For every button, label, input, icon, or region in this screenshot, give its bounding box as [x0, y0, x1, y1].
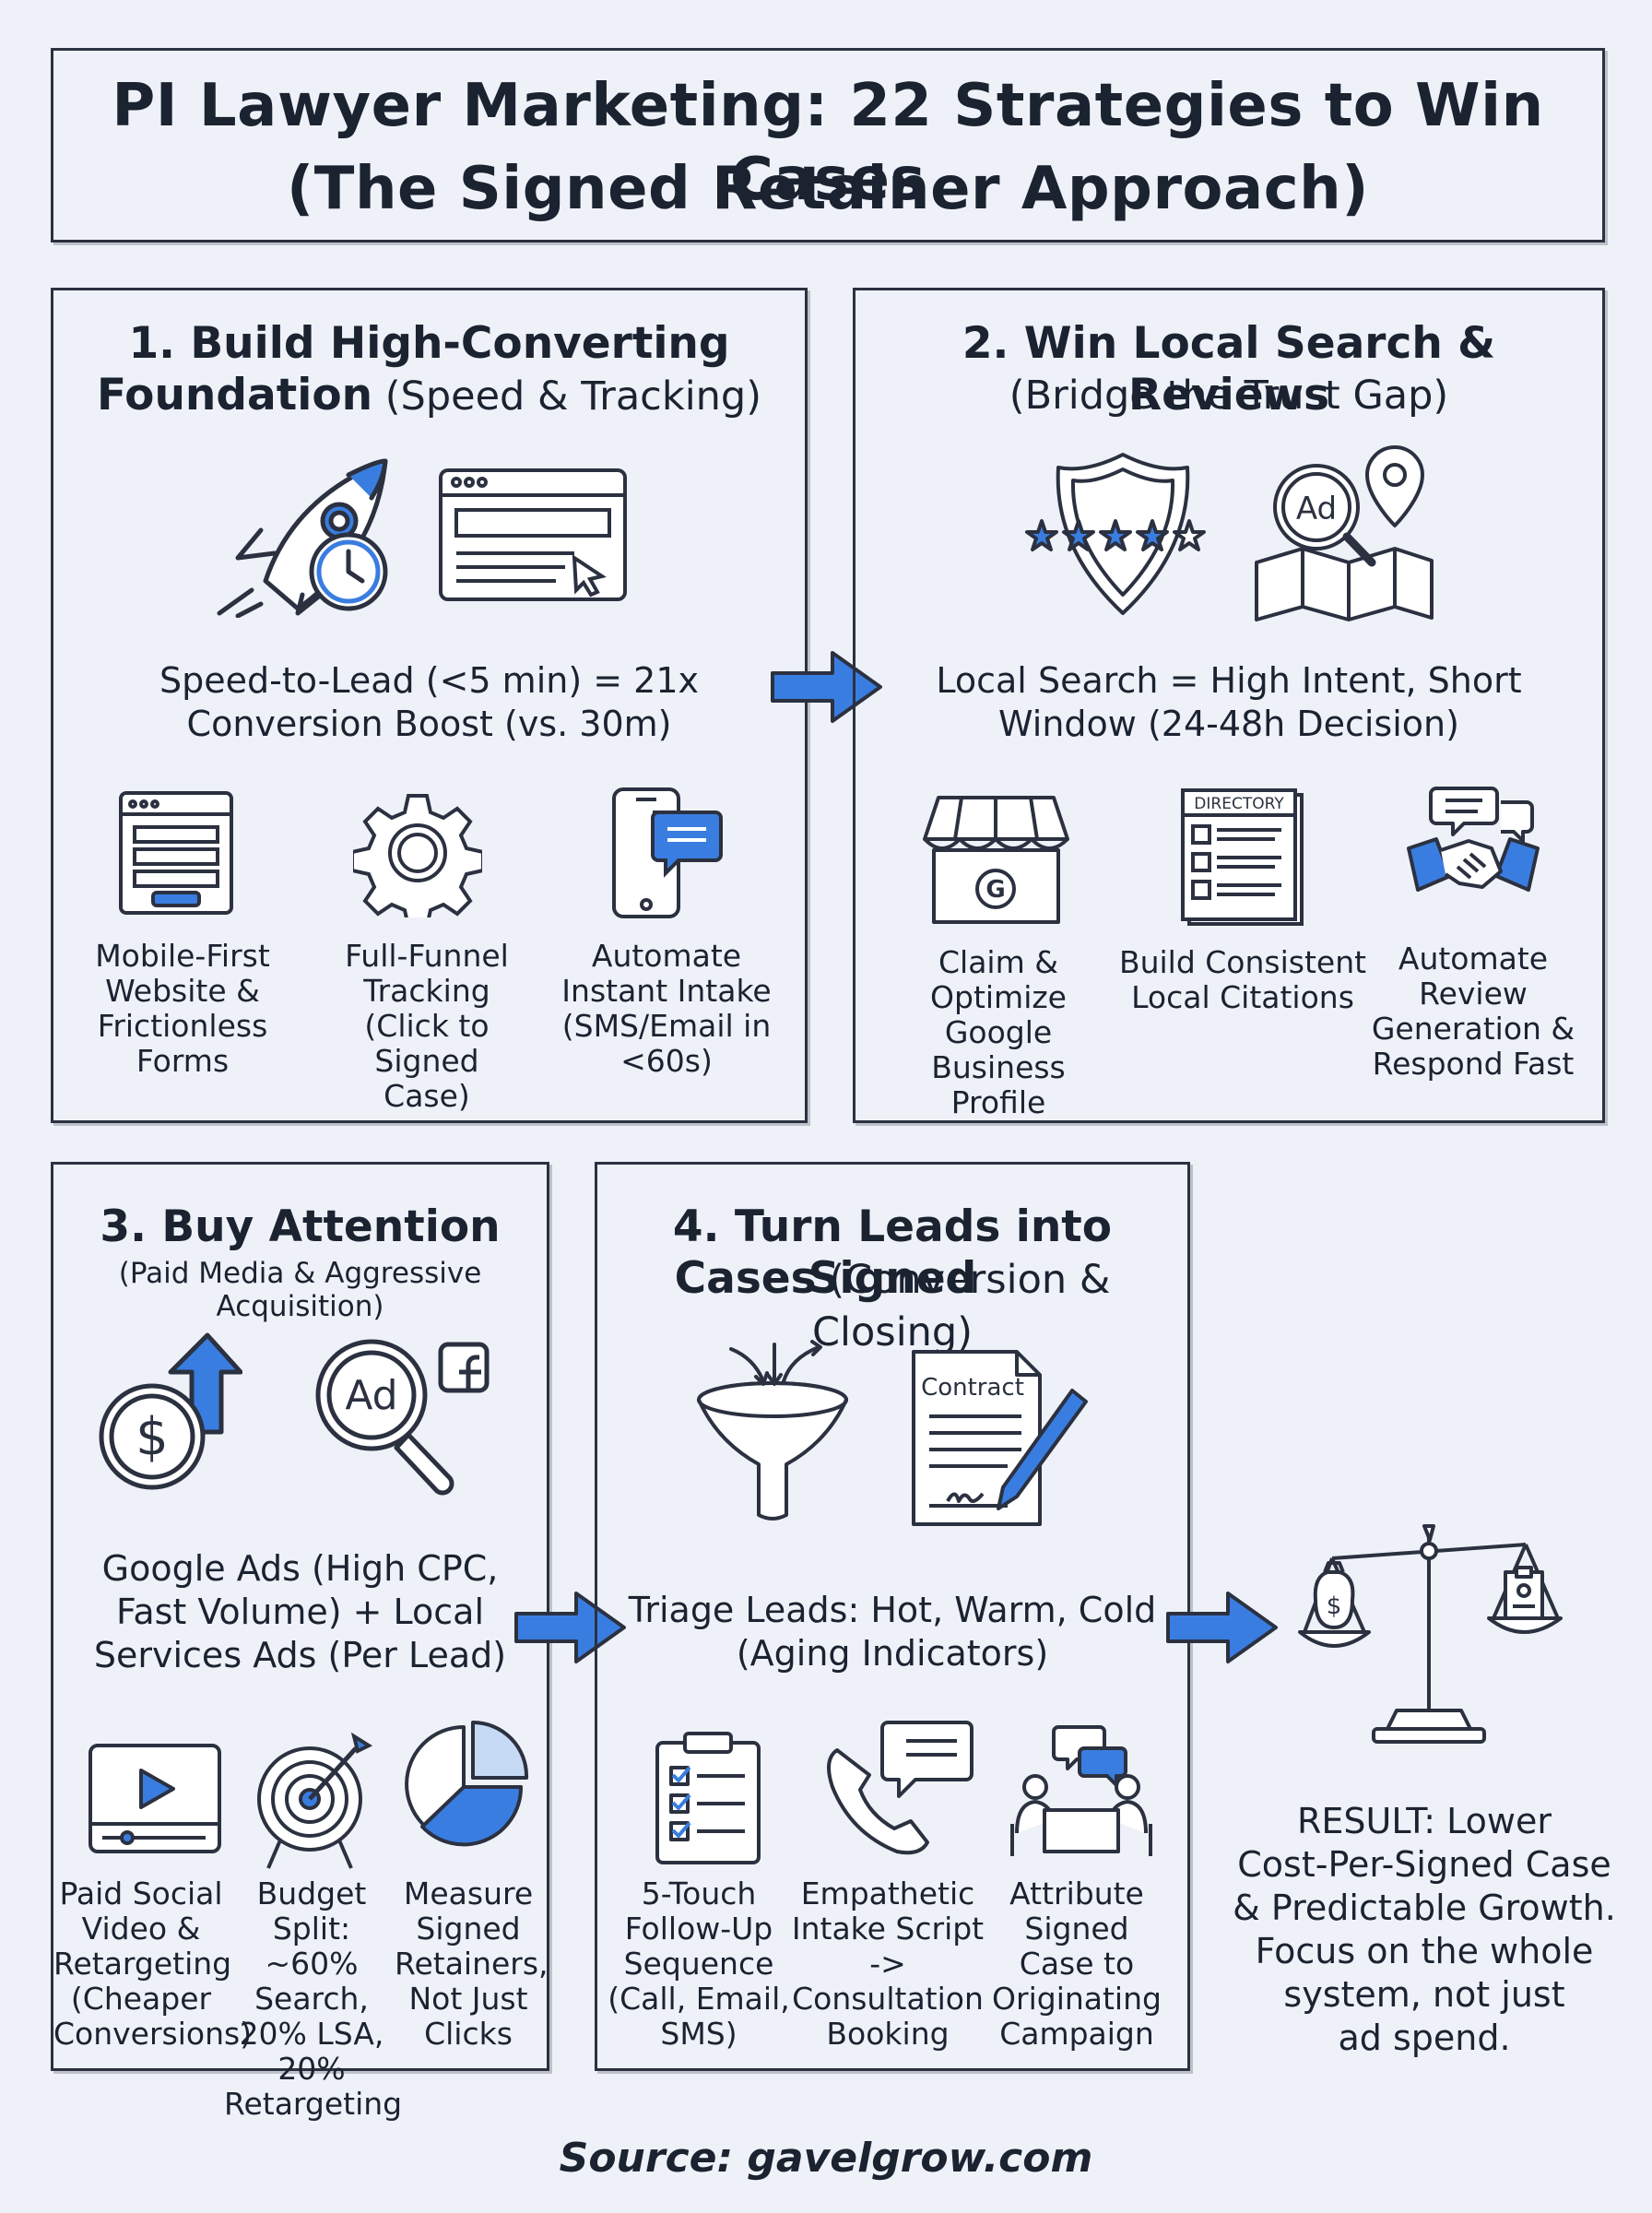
panel-3-title: 3. Buy Attention: [100, 1201, 501, 1252]
gear-icon: [353, 794, 482, 917]
page-title: PI Lawyer Marketing: 22 Strategies to Wi…: [112, 72, 1544, 214]
storefront-icon: G: [923, 796, 1069, 924]
checklist-icon: [655, 1732, 761, 1864]
panel-2-key-stat-line2: Window (24-48h Decision): [998, 704, 1459, 744]
panel-3-key-stat-line1: Google Ads (High CPC,: [101, 1548, 499, 1589]
dollar-growth-icon: $: [99, 1332, 242, 1490]
page-subtitle: (The Signed Retainer Approach): [287, 155, 1369, 223]
rocket-clock-icon: [217, 458, 388, 618]
title-box: PI Lawyer Marketing: 22 Strategies to Wi…: [51, 48, 1605, 243]
directory-label: DIRECTORY: [1194, 795, 1284, 813]
panel-1-key-stat-line2: Conversion Boost (vs. 30m): [186, 704, 672, 744]
panel-3-subtitle: (Paid Media & Aggressive Acquisition): [118, 1257, 482, 1323]
local-ad-map-icon: Ad: [1255, 445, 1434, 621]
source-credit: Source: gavelgrow.com: [559, 2135, 1093, 2182]
panel-1-title-line1: 1. Build High-Converting: [128, 318, 730, 369]
search-ad-icon: Ad: [315, 1339, 490, 1496]
svg-text:$: $: [1327, 1592, 1342, 1620]
target-icon: [257, 1732, 373, 1869]
contract-icon: Contract: [912, 1350, 1088, 1526]
panel-signed-cases: 4. Turn Leads into Signed Cases (Convers…: [595, 1162, 1190, 2071]
search-ad-label: Ad: [345, 1372, 397, 1419]
panel-1-key-stat-line1: Speed-to-Lead (<5 min) = 21x: [159, 660, 699, 701]
phone-call-icon: [827, 1721, 974, 1855]
panel-buy-attention: 3. Buy Attention (Paid Media & Aggressiv…: [51, 1162, 549, 2122]
balance-scale-icon: $: [1298, 1524, 1563, 1744]
browser-window-icon: [439, 468, 627, 601]
svg-text:$: $: [136, 1407, 169, 1467]
panel-1-title-line2: Foundation (Speed & Tracking): [96, 370, 761, 420]
shield-stars-icon: [1025, 453, 1206, 615]
pie-chart-icon: [405, 1721, 529, 1847]
panel-4-title-line1: 4. Turn Leads into Signed: [672, 1201, 1113, 1304]
video-player-icon: [88, 1744, 221, 1853]
directory-icon: DIRECTORY: [1181, 788, 1304, 926]
svg-text:G: G: [985, 876, 1005, 904]
result-text: RESULT: Lower Cost-Per-Signed Case & Pre…: [1233, 1801, 1616, 2058]
funnel-icon: [697, 1340, 848, 1521]
panel-2-title-line2: (Bridge the Trust Gap): [1009, 373, 1449, 419]
panel-2-key-stat-line1: Local Search = High Intent, Short: [936, 660, 1522, 701]
panel-4-key-stat-line2: (Aging Indicators): [736, 1633, 1049, 1674]
panel-4-title-line2: Cases (Conversion & Closing): [674, 1253, 1111, 1355]
panel-3-key-stat-line2: Fast Volume) + Local: [115, 1592, 485, 1632]
panel-2-title-line1: 2. Win Local Search & Reviews: [962, 318, 1496, 420]
panel-3-item-budget-split: Budget Split:~60% Search,20% LSA,20%Reta…: [224, 1876, 403, 2122]
phone-message-icon: [612, 787, 723, 918]
map-ad-label: Ad: [1296, 491, 1337, 527]
meeting-icon: [1010, 1725, 1152, 1856]
panel-4-key-stat-line1: Triage Leads: Hot, Warm, Cold: [628, 1590, 1157, 1630]
contract-label: Contract: [921, 1374, 1024, 1402]
panel-foundation: 1. Build High-Converting Foundation (Spe…: [51, 288, 808, 1123]
panel-3-key-stat-line3: Services Ads (Per Lead): [93, 1635, 507, 1675]
flow-arrow-3-icon: [1166, 1592, 1278, 1663]
handshake-icon: [1407, 787, 1540, 892]
panel-local-search: 2. Win Local Search & Reviews (Bridge th…: [853, 288, 1605, 1123]
web-form-icon: [119, 791, 233, 915]
